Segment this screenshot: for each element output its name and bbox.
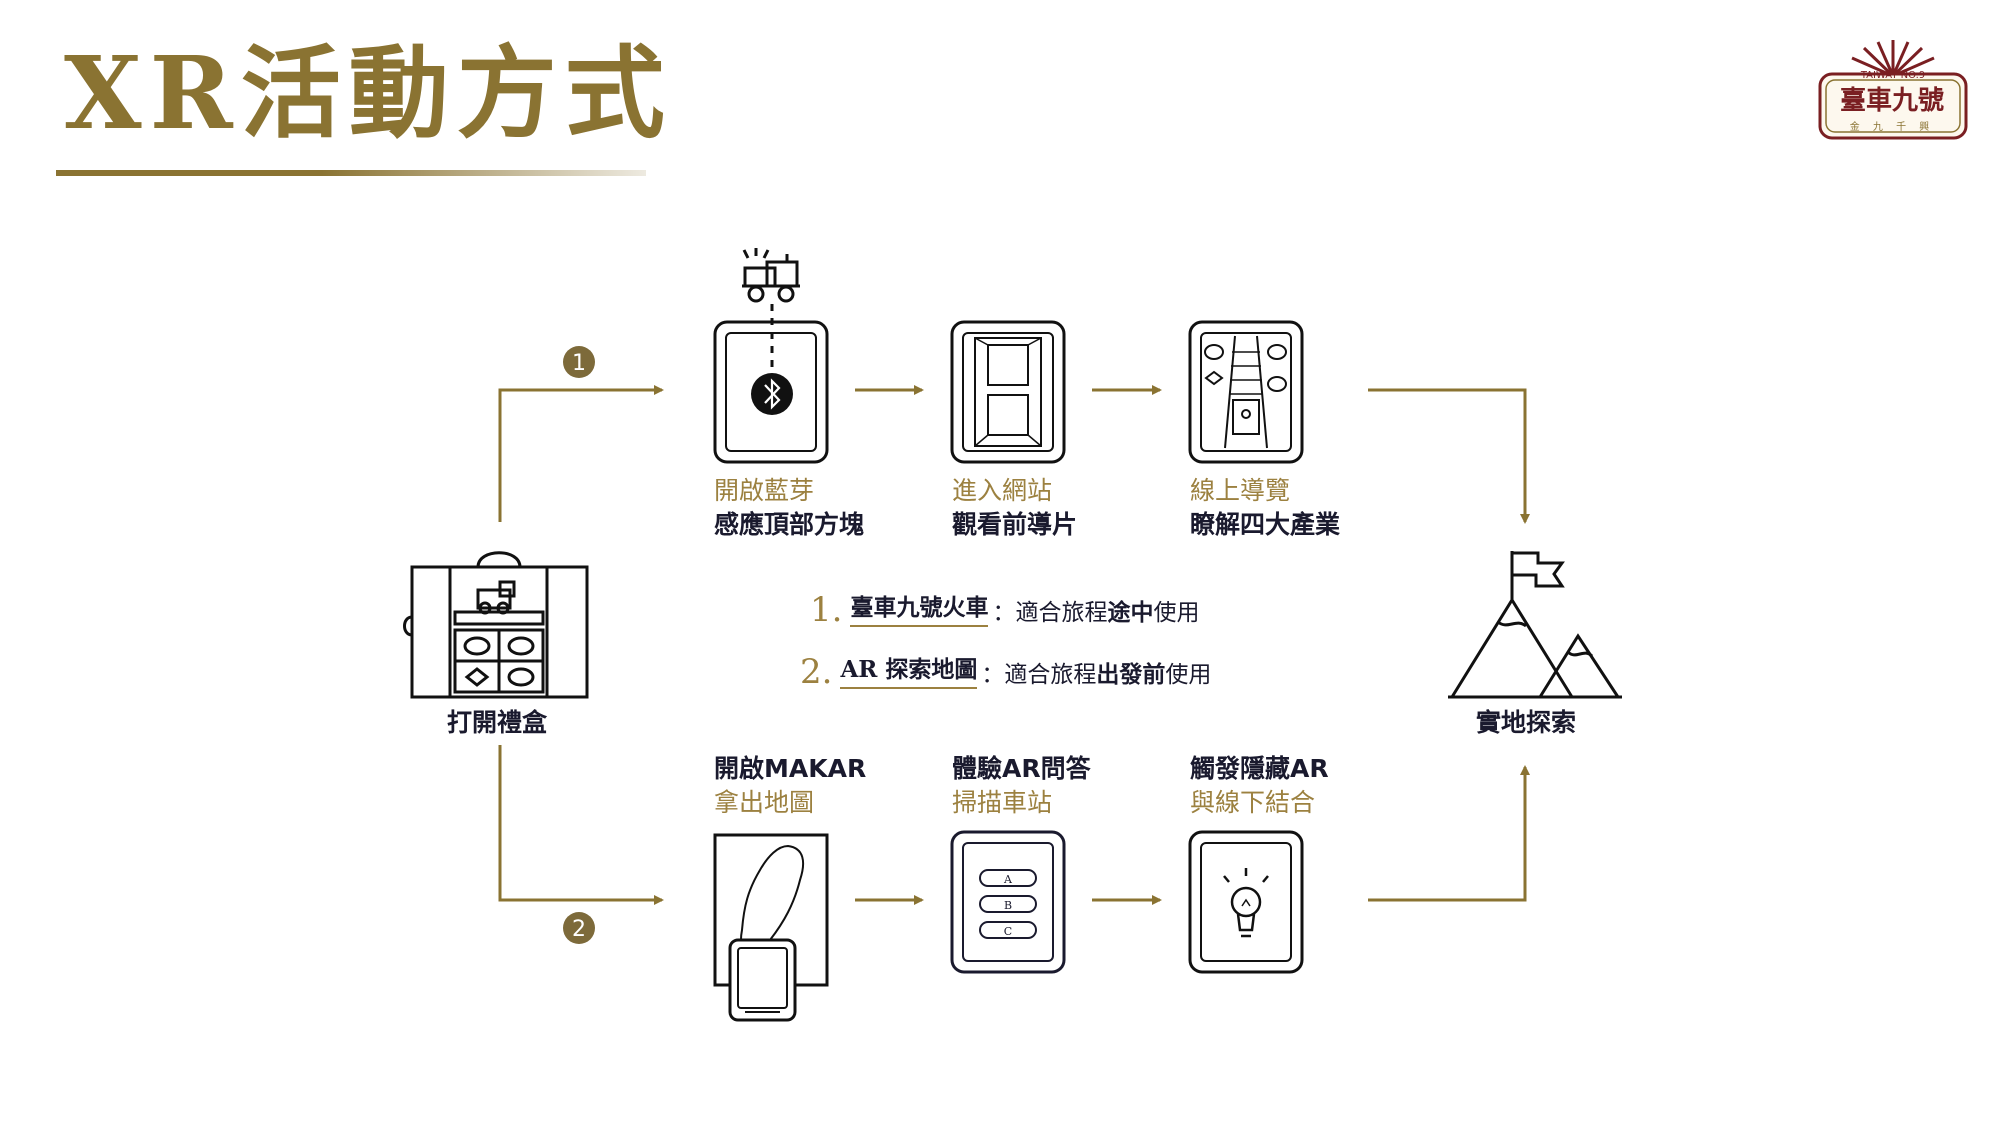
route1-step1-line2: 感應頂部方塊	[714, 510, 865, 539]
legend-1-pre: 適合旅程	[1015, 600, 1108, 626]
quiz-option-c-label: C	[1004, 925, 1012, 938]
website-card-icon	[950, 320, 1066, 464]
mountain-flag-icon	[1448, 551, 1622, 699]
taiwan-map-icon	[713, 833, 829, 1022]
route1-step3-line2: 瞭解四大產業	[1190, 510, 1341, 539]
route2-step1-line1: 開啟MAKAR	[714, 754, 867, 783]
legend-1-number: 1.	[810, 590, 843, 630]
connector-route2	[498, 745, 664, 905]
legend-1-post: 使用	[1153, 600, 1200, 626]
legend-2-separator: ：	[981, 662, 1005, 688]
legend-2-post: 使用	[1165, 662, 1212, 688]
quiz-option-b-label: B	[1004, 899, 1012, 912]
legend-2-name: AR 探索地圖	[840, 650, 978, 689]
quiz-card-icon: A B C	[950, 830, 1066, 974]
train-icon	[742, 248, 800, 303]
brand-logo: TAIWAY NO.9 臺車九號 金 九 千 興	[1808, 36, 1978, 146]
connector-r1-end	[1368, 388, 1530, 524]
route2-step1-label: 開啟MAKAR 拿出地圖	[714, 752, 866, 820]
logo-arc-text: TAIWAY NO.9	[1860, 70, 1926, 81]
lightbulb-card-icon	[1188, 830, 1304, 974]
quiz-option-b	[979, 895, 1037, 913]
route2-badge-number: 2	[572, 917, 586, 942]
quiz-option-a	[979, 869, 1037, 887]
route1-step2-line2: 觀看前導片	[952, 510, 1078, 539]
legend-item-2: 2. AR 探索地圖 ： 適合旅程 出發前 使用	[800, 650, 1211, 689]
route2-step3-line1: 觸發隱藏AR	[1190, 754, 1329, 783]
legend-1-name: 臺車九號火車	[850, 588, 989, 627]
gift-box-icon	[403, 551, 589, 699]
logo-subtext: 金 九 千 興	[1849, 122, 1935, 133]
route1-step1-line1: 開啟藍芽	[714, 476, 815, 505]
route2-step2-line1: 體驗AR問答	[952, 754, 1091, 783]
start-label: 打開禮盒	[447, 708, 548, 737]
logo-emblem	[1818, 40, 1968, 140]
legend-item-1: 1. 臺車九號火車 ： 適合旅程 途中 使用	[810, 588, 1199, 627]
route2-step2-label: 體驗AR問答 掃描車站	[952, 752, 1091, 820]
bluetooth-card-icon	[713, 248, 829, 464]
route1-step1-label: 開啟藍芽 感應頂部方塊	[714, 474, 864, 542]
route2-step1-line2: 拿出地圖	[714, 788, 815, 817]
page-title: XR活動方式	[64, 34, 673, 152]
route1-step3-line1: 線上導覽	[1190, 476, 1291, 505]
route1-badge-number: 1	[572, 351, 586, 376]
title-underline	[56, 170, 646, 176]
route2-step3-label: 觸發隱藏AR 與線下結合	[1190, 752, 1329, 820]
end-label: 實地探索	[1476, 708, 1577, 737]
quiz-option-c	[979, 921, 1037, 939]
route2-step2-line2: 掃描車站	[952, 788, 1053, 817]
connector-route1	[498, 385, 664, 522]
legend-2-emphasis: 出發前	[1096, 662, 1166, 688]
legend-2-pre: 適合旅程	[1004, 662, 1097, 688]
connector-r2-end	[1368, 765, 1530, 902]
route2-step3-line2: 與線下結合	[1190, 788, 1316, 817]
route1-step2-label: 進入網站 觀看前導片	[952, 474, 1077, 542]
route1-step3-label: 線上導覽 瞭解四大產業	[1190, 474, 1340, 542]
route1-badge: 1	[563, 346, 595, 378]
tour-card-icon	[1188, 320, 1304, 464]
legend-1-emphasis: 途中	[1107, 600, 1154, 626]
quiz-option-a-label: A	[1003, 873, 1013, 886]
legend-1-separator: ：	[992, 600, 1016, 626]
route2-badge: 2	[563, 912, 595, 944]
route1-step2-line1: 進入網站	[952, 476, 1053, 505]
logo-text: 臺車九號	[1839, 86, 1944, 116]
legend-2-number: 2.	[800, 652, 833, 692]
